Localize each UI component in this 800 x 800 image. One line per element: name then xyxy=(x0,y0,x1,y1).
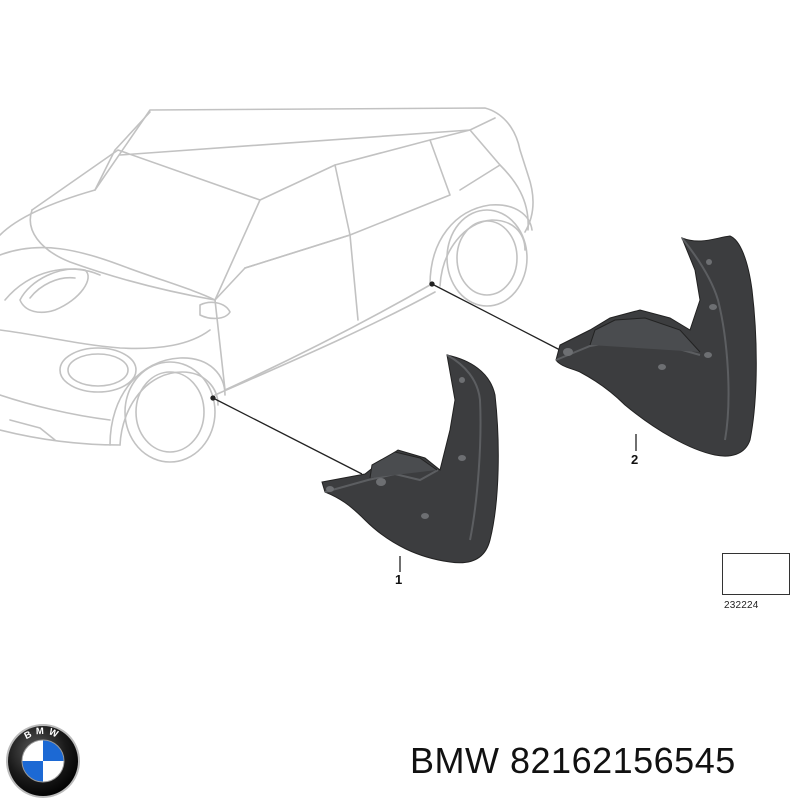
leader-lines xyxy=(210,281,637,572)
footer-part-label: BMW 82162156545 xyxy=(410,740,736,782)
brand-name: BMW xyxy=(410,740,500,781)
reference-box xyxy=(722,553,790,595)
car-outline xyxy=(0,107,534,463)
callout-label-2: 2 xyxy=(631,452,639,467)
mudflap-part-2 xyxy=(555,235,757,457)
reference-number: 232224 xyxy=(724,600,759,611)
mudflap-part-1 xyxy=(321,354,499,564)
leader-line-1 xyxy=(212,397,363,475)
part-number: 82162156545 xyxy=(510,740,736,781)
bmw-logo-icon: BMW xyxy=(6,724,80,798)
leader-line-2 xyxy=(431,283,561,351)
callout-label-1: 1 xyxy=(395,572,403,587)
